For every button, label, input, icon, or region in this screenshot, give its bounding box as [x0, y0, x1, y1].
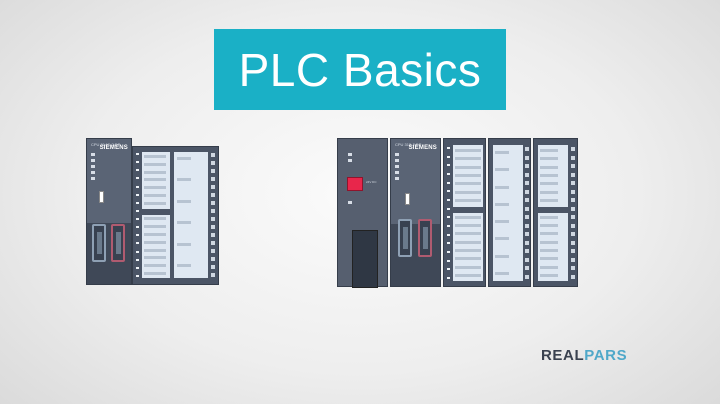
brand-label: SIEMENS [99, 145, 128, 151]
io-module [488, 138, 531, 287]
realpars-logo: REALPARS [541, 347, 627, 364]
cpu-model-label: CPU 314C-2 DP [91, 142, 121, 147]
comm-port [398, 219, 412, 257]
comm-port [111, 224, 125, 262]
comm-port [92, 224, 106, 262]
power-indicator [347, 177, 363, 191]
logo-part-real: REAL [541, 347, 585, 364]
cpu-module: CPU 315-2 DP SIEMENS [390, 138, 441, 287]
cpu-model-label: CPU 315-2 DP [395, 142, 422, 147]
io-label-strip [493, 145, 523, 281]
cpu-module: CPU 314C-2 DP SIEMENS [86, 138, 132, 285]
plc-rack-left: CPU 314C-2 DP SIEMENS [86, 138, 219, 285]
io-label-strip [174, 152, 208, 278]
title-text: PLC Basics [238, 43, 482, 96]
plc-rack-right: 24V DC CPU 315-2 DP SIEMENS [337, 138, 582, 288]
mode-switch [405, 193, 410, 205]
logo-part-pars: PARS [584, 347, 628, 364]
power-supply-module: 24V DC [337, 138, 388, 288]
comm-port [418, 219, 432, 257]
brand-label: SIEMENS [408, 145, 437, 151]
io-module [443, 138, 486, 287]
terminal-cover [352, 230, 378, 288]
mode-switch [99, 191, 104, 203]
io-module [533, 138, 578, 287]
io-module [132, 146, 219, 285]
title-banner: PLC Basics [214, 29, 506, 110]
